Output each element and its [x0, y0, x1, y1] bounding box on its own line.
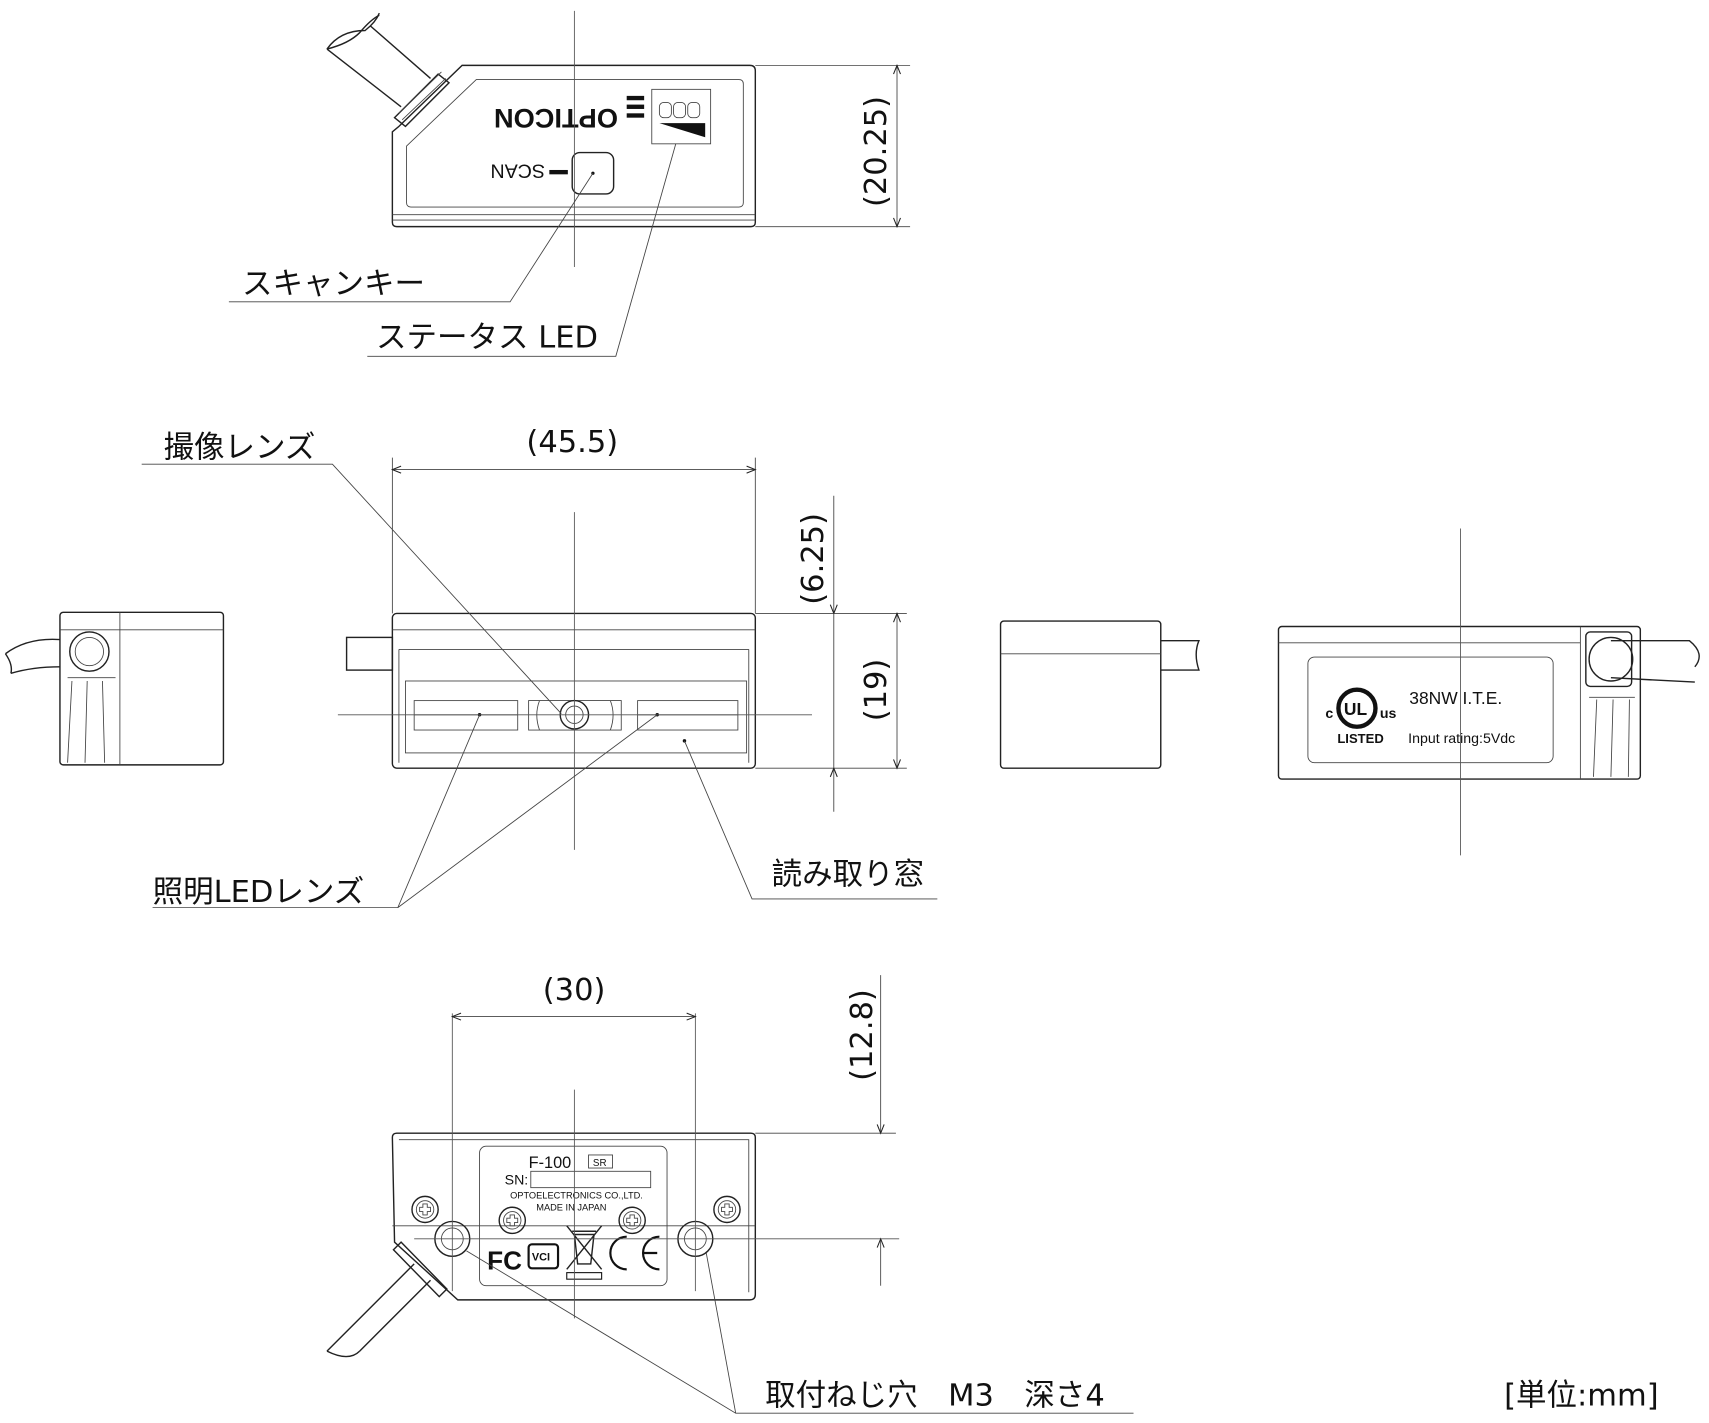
- fcc-logo: FC: [487, 1245, 522, 1275]
- ul-listed-logo: UL c us LISTED: [1325, 687, 1397, 746]
- svg-text:UL: UL: [1344, 699, 1368, 719]
- device-body-bottom: [391, 1132, 757, 1301]
- cable-connector-bottom: [326, 1241, 448, 1358]
- front-view: (45.5) (6.25) (19) 撮像レンズ 照明LEDレンズ 読み取り窓: [141, 425, 938, 910]
- label-scan-key: スキャンキー: [242, 267, 425, 302]
- svg-text:LISTED: LISTED: [1337, 731, 1383, 746]
- status-led-window: [651, 88, 712, 145]
- label-status-led: ステータス LED: [376, 321, 598, 356]
- scan-indicator-bar: [549, 169, 568, 175]
- dimension-hole-pitch: (30): [543, 973, 606, 1008]
- label-reading-window: 読み取り窓: [772, 858, 925, 893]
- top-view: OPTICON SCAN (20.25) スキャンキー ステータス LED: [228, 10, 911, 357]
- left-side-view: [4, 611, 225, 766]
- cable: [326, 14, 431, 108]
- model-name: F-100: [529, 1154, 572, 1172]
- unit-note: [単位:mm]: [1504, 1379, 1659, 1414]
- serial-field: [530, 1170, 652, 1189]
- weee-bin-icon: [566, 1225, 603, 1280]
- brand-logo-text: OPTICON: [494, 103, 618, 134]
- right-side-view: UL c us LISTED 38NW I.T.E. Input rating:…: [1277, 528, 1700, 856]
- label-mounting-hole: 取付ねじ穴 M3 深さ4: [765, 1379, 1105, 1414]
- model-suffix: SR: [593, 1158, 607, 1169]
- brand-mark-icon: [626, 95, 645, 118]
- cable-connector: [393, 71, 451, 128]
- label-camera-lens: 撮像レンズ: [163, 431, 315, 466]
- illumination-lens-left: [413, 700, 519, 731]
- origin: MADE IN JAPAN: [536, 1203, 606, 1213]
- product-label: [479, 1145, 668, 1287]
- dimension-offset-front: (6.25): [796, 513, 831, 605]
- top-panel: [406, 79, 744, 208]
- input-rating: Input rating:5Vdc: [1408, 731, 1515, 747]
- dimension-width-front: (45.5): [526, 425, 618, 460]
- dimension-height-front: (19): [859, 659, 894, 722]
- reading-window: [405, 680, 748, 754]
- svg-text:us: us: [1380, 706, 1397, 722]
- svg-text:VCI: VCI: [532, 1252, 550, 1264]
- screw-icons: [411, 1195, 741, 1235]
- illumination-lens-right: [637, 700, 739, 731]
- rating-code: 38NW I.T.E.: [1409, 688, 1502, 708]
- scan-label: SCAN: [490, 160, 544, 182]
- dimension-height-top: (20.25): [859, 96, 894, 207]
- ce-mark-icon: [609, 1235, 660, 1271]
- rating-label: [1307, 656, 1554, 764]
- vcci-logo: VCI: [527, 1243, 560, 1270]
- maker-name: OPTOELECTRONICS CO.,LTD.: [510, 1191, 643, 1201]
- serial-label: SN:: [505, 1172, 529, 1188]
- device-body-front: [391, 612, 757, 769]
- bottom-view: F-100 SR SN: OPTOELECTRONICS CO.,LTD. MA…: [326, 973, 1134, 1414]
- label-illumination-led-lens: 照明LEDレンズ: [153, 875, 365, 910]
- rear-end-view: [999, 620, 1200, 769]
- cable-break: [326, 12, 380, 50]
- dimension-hole-offset: (12.8): [845, 989, 880, 1081]
- device-body-top: [391, 64, 757, 228]
- svg-text:c: c: [1325, 706, 1333, 722]
